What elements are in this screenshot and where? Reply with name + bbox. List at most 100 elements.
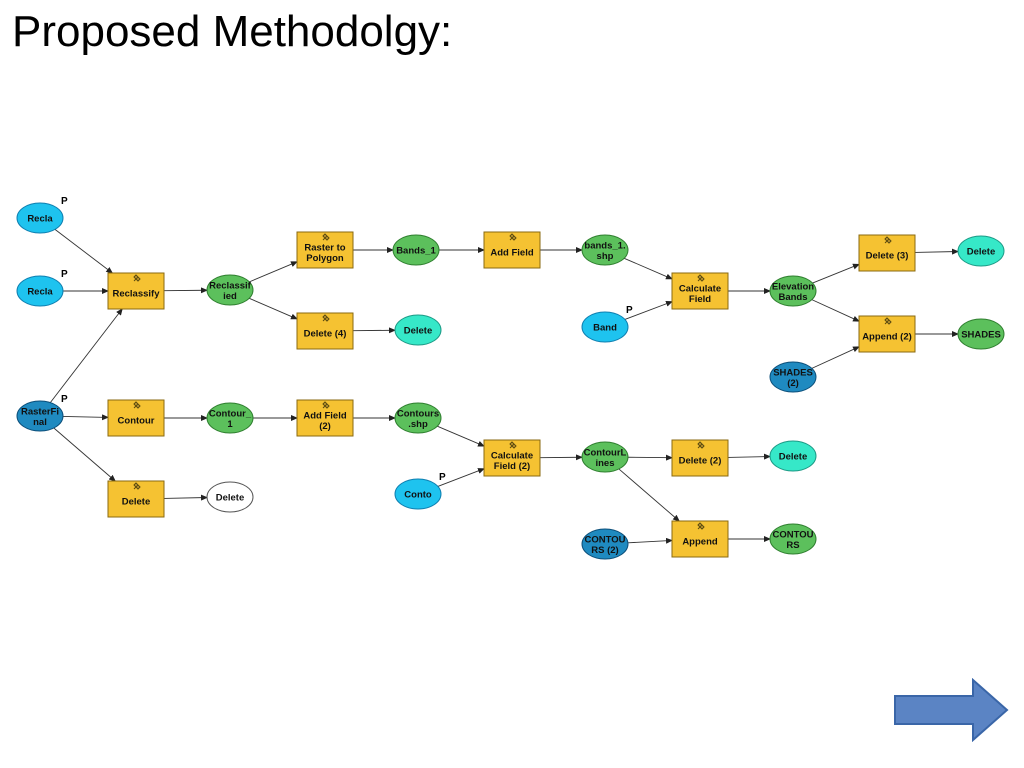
node-label: ines xyxy=(595,458,614,469)
parameter-marker: P xyxy=(626,305,633,316)
node-ellipse xyxy=(769,440,817,472)
node-delete-3[interactable]: Delete (3) xyxy=(858,234,916,272)
edges-layer xyxy=(49,229,960,544)
node-ellipse xyxy=(769,275,817,307)
node-label: Bands_1 xyxy=(396,246,436,257)
node-label: Band xyxy=(593,323,617,334)
edge-reclassified-to-raster_to_polygon xyxy=(249,261,298,283)
node-delete-out-4[interactable]: Delete xyxy=(394,314,442,346)
node-delete-out-2[interactable]: Delete xyxy=(769,440,817,472)
node-label: Delete (4) xyxy=(304,329,347,340)
node-label: 1 xyxy=(227,419,233,430)
node-contour[interactable]: Contour xyxy=(107,399,165,437)
node-ellipse xyxy=(206,402,254,434)
node-label: Polygon xyxy=(306,253,344,264)
parameter-marker: P xyxy=(61,269,68,280)
node-bands-1-shp[interactable]: bands_1.shp xyxy=(581,234,629,266)
parameter-marker: P xyxy=(61,196,68,207)
tool-hammer-icon xyxy=(884,317,892,325)
node-ellipse xyxy=(581,528,629,560)
node-ellipse xyxy=(16,202,64,234)
edge-rasterfinal-to-reclassify xyxy=(49,308,123,403)
node-reclassify[interactable]: Reclassify xyxy=(107,272,165,310)
node-label: Contour xyxy=(118,416,155,427)
node-add-field[interactable]: Add Field xyxy=(483,231,541,269)
node-label: Field (2) xyxy=(494,461,530,472)
tool-hammer-icon xyxy=(697,274,705,282)
node-label: .shp xyxy=(408,419,428,430)
node-bands-1[interactable]: Bands_1 xyxy=(392,234,440,266)
node-ellipse xyxy=(16,400,64,432)
tool-hammer-icon xyxy=(509,441,517,449)
tool-box xyxy=(107,480,165,518)
node-delete-out-3[interactable]: Delete xyxy=(957,235,1005,267)
node-contours-shp[interactable]: Contours.shp xyxy=(394,402,442,434)
parameter-marker: P xyxy=(61,394,68,405)
node-ellipse xyxy=(769,361,817,393)
node-label: Delete xyxy=(122,497,151,508)
node-append[interactable]: Append xyxy=(671,520,729,558)
node-ellipse xyxy=(16,275,64,307)
edge-contours_shp-to-calculate_field_2 xyxy=(437,425,485,447)
node-contour-1[interactable]: Contour_1 xyxy=(206,402,254,434)
node-label: Delete xyxy=(779,452,808,463)
tool-hammer-icon xyxy=(509,233,517,241)
node-add-field-2[interactable]: Add Field(2) xyxy=(296,399,354,437)
next-slide-arrow-icon[interactable] xyxy=(893,678,1009,742)
node-append-2[interactable]: Append (2) xyxy=(858,315,916,353)
node-ellipse xyxy=(581,234,629,266)
node-ellipse xyxy=(394,314,442,346)
parameter-marker: P xyxy=(439,472,446,483)
edge-bands_1_shp-to-calculate_field xyxy=(624,257,673,280)
node-label: RS xyxy=(786,540,799,551)
node-shades-2[interactable]: SHADES(2) xyxy=(769,361,817,393)
node-label: Delete xyxy=(216,493,245,504)
node-ellipse xyxy=(581,311,629,343)
node-ellipse xyxy=(394,478,442,510)
tool-hammer-icon xyxy=(884,236,892,244)
node-delete-out[interactable]: Delete xyxy=(206,481,254,513)
node-ellipse xyxy=(769,523,817,555)
tool-hammer-icon xyxy=(322,233,330,241)
node-label: Delete (2) xyxy=(679,456,722,467)
tool-hammer-icon xyxy=(697,441,705,449)
node-recla-1[interactable]: Recla P xyxy=(16,196,68,234)
node-label: Delete xyxy=(967,247,996,258)
node-label: Field xyxy=(689,294,711,305)
node-shades[interactable]: SHADES xyxy=(957,318,1005,350)
node-recla-2[interactable]: Recla P xyxy=(16,269,68,307)
node-label: Recla xyxy=(27,287,53,298)
node-delete-4[interactable]: Delete (4) xyxy=(296,312,354,350)
node-label: Bands xyxy=(778,292,807,303)
edge-delete-to-delete_out xyxy=(163,494,209,501)
nodes-layer: ReclaPReclaPRasterFinalPReclassifyReclas… xyxy=(16,196,1005,560)
node-label: Contour_ xyxy=(209,408,252,419)
node-ellipse xyxy=(392,234,440,266)
node-delete-2[interactable]: Delete (2) xyxy=(671,439,729,477)
node-band[interactable]: Band P xyxy=(581,305,633,343)
edge-conto-to-calculate_field_2 xyxy=(437,468,485,487)
node-label: Calculate xyxy=(679,283,721,294)
node-label: RS (2) xyxy=(591,545,618,556)
edge-reclassified-to-delete_4 xyxy=(249,297,298,320)
node-label: CONTOU xyxy=(773,529,814,540)
node-ellipse xyxy=(957,235,1005,267)
node-label: Delete (3) xyxy=(866,251,909,262)
node-delete[interactable]: Delete xyxy=(107,480,165,518)
node-ellipse xyxy=(206,274,254,306)
edge-elevation_bands-to-delete_3 xyxy=(812,263,860,284)
edge-contourlines-to-append xyxy=(618,468,680,522)
node-label: ContourL xyxy=(584,447,627,458)
node-label: Recla xyxy=(27,214,53,225)
